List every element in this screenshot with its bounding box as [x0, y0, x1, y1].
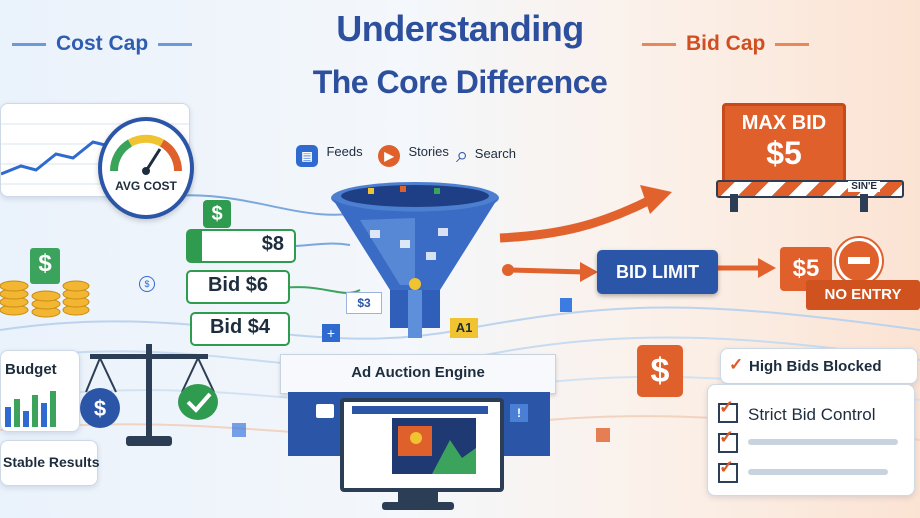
- cost-cap-heading: Cost Cap: [2, 32, 202, 56]
- dash-decoration: [158, 42, 193, 46]
- budget-card: Budget: [0, 350, 80, 432]
- deco-square: [232, 423, 246, 437]
- svg-text:$: $: [94, 396, 106, 421]
- monitor-stand: [398, 488, 438, 504]
- bid-tag-label: $8: [261, 233, 284, 255]
- alert-icon: !: [510, 404, 528, 422]
- check-icon: ✓: [729, 355, 744, 374]
- tile-3: $3: [346, 292, 382, 314]
- dash-decoration: [775, 42, 810, 46]
- checkbox-icon: [718, 403, 738, 423]
- stories-label: Stories: [408, 144, 449, 159]
- page-subtitle: The Core Difference: [312, 64, 608, 100]
- max-bid-value: $5: [766, 135, 802, 171]
- high-bids-blocked-label: High Bids Blocked: [749, 358, 882, 375]
- check-icon: ✓: [719, 427, 735, 447]
- high-bids-blocked-card: ✓ High Bids Blocked: [720, 348, 918, 384]
- max-bid-label: MAX BID: [741, 112, 827, 134]
- placeholder-line: [748, 439, 898, 445]
- engine-label-bar: Ad Auction Engine: [280, 354, 556, 394]
- small-dollar-icon: $: [139, 276, 155, 292]
- bid-tag-4: Bid $4: [190, 312, 290, 346]
- bid-tag-label: Bid $6: [207, 274, 269, 296]
- balance-scale-icon: $: [80, 344, 218, 446]
- bid-tag-6: Bid $6: [186, 270, 290, 304]
- budget-label: Budget: [5, 361, 57, 378]
- dash-decoration: [12, 42, 46, 46]
- placement-stories: ▶ Stories: [378, 144, 449, 167]
- bid-cap-heading: Bid Cap: [632, 32, 819, 56]
- page-title: Understanding: [336, 8, 584, 49]
- max-bid-sign: MAX BID $5: [722, 103, 846, 185]
- engine-label: Ad Auction Engine: [351, 364, 485, 381]
- placement-search: ⌕ Search: [456, 142, 516, 168]
- stable-results-label: Stable Results: [3, 454, 100, 470]
- no-entry-bar: [848, 257, 870, 264]
- cost-cap-label: Cost Cap: [56, 32, 149, 55]
- bar-chart-icon: [5, 391, 56, 427]
- tile-a1: A1: [450, 318, 478, 338]
- dollar-sign: $: [38, 250, 52, 277]
- search-icon: ⌕: [456, 142, 469, 167]
- monitor-icon: [340, 398, 504, 492]
- barrier-post: [730, 194, 738, 212]
- monitor-base: [382, 502, 454, 510]
- strict-bid-control-card: ✓ Strict Bid Control ✓ ✓: [707, 384, 915, 496]
- checkbox-icon: [718, 463, 738, 483]
- ad-image-icon: [392, 418, 476, 474]
- deco-square: [596, 428, 610, 442]
- check-icon: ✓: [719, 457, 735, 477]
- feeds-icon: ▤: [296, 145, 318, 167]
- dash-decoration: [642, 42, 676, 46]
- gauge-label: AVG COST: [115, 179, 177, 193]
- no-entry-sign: NO ENTRY: [806, 280, 920, 310]
- bid-cap-label: Bid Cap: [686, 32, 766, 55]
- strict-bid-label: Strict Bid Control: [748, 405, 876, 424]
- stable-results-card: Stable Results: [0, 440, 100, 486]
- bid-tag-label: Bid $4: [209, 316, 271, 338]
- stories-icon: ▶: [378, 145, 400, 167]
- feeds-label: Feeds: [326, 144, 363, 159]
- bid-tag-8: $8: [186, 229, 296, 263]
- window-icon: [316, 404, 334, 418]
- avg-cost-gauge: AVG COST: [98, 117, 194, 219]
- dollar-block-icon: $: [637, 345, 683, 397]
- check-icon: ✓: [719, 397, 735, 417]
- checkbox-icon: [718, 433, 738, 453]
- funnel-icon: [331, 182, 499, 338]
- deco-square: [560, 298, 572, 312]
- placement-feeds: ▤ Feeds: [296, 144, 363, 167]
- barrier-post: [860, 194, 868, 212]
- barrier-bar: SIN'E: [716, 180, 904, 198]
- no-entry-icon: [836, 238, 882, 284]
- search-label: Search: [474, 146, 516, 161]
- placeholder-line: [748, 469, 888, 475]
- bid-limit-sign: BID LIMIT: [597, 250, 718, 294]
- gauge-dial-icon: [109, 134, 183, 175]
- tag-strip: [188, 231, 202, 261]
- coin-stack-icon: $: [0, 240, 90, 320]
- dollar-icon: $: [203, 200, 231, 228]
- plus-icon: +: [322, 324, 340, 342]
- browser-bar: [352, 406, 488, 414]
- barrier-text: SIN'E: [848, 181, 880, 192]
